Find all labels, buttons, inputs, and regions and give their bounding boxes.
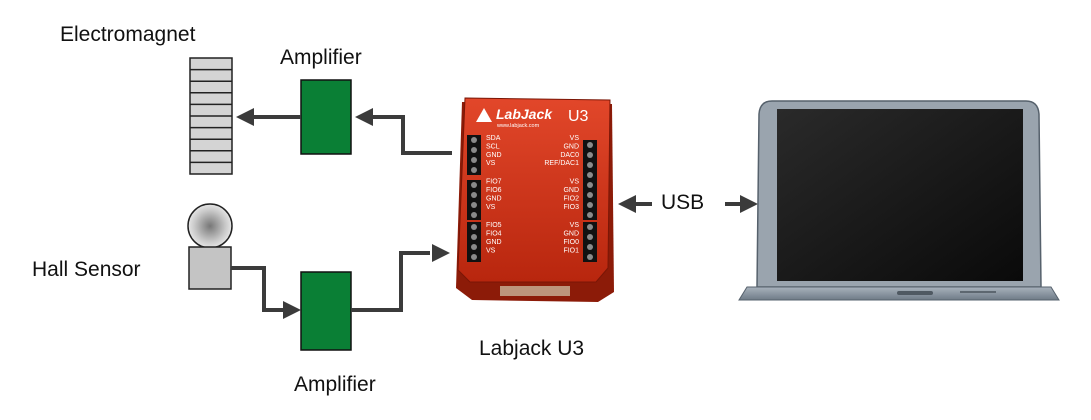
arrow-amp-to-labjack	[351, 251, 430, 312]
terminal-screw	[471, 137, 477, 143]
terminal-label: VS	[486, 160, 496, 167]
arrow-icon	[618, 195, 636, 213]
terminal-label: VS	[486, 247, 496, 254]
terminal-label: GND	[486, 152, 502, 159]
left-terminal-blocks	[467, 135, 481, 262]
terminal-block	[467, 180, 481, 220]
terminal-screw	[471, 167, 477, 173]
device-model: U3	[568, 108, 589, 125]
arrow-sensor-to-amp	[231, 266, 283, 312]
arrow-heads	[236, 108, 758, 319]
arrow-icon	[236, 108, 254, 126]
terminal-screw	[471, 244, 477, 250]
labjack-caption: Labjack U3	[479, 337, 585, 360]
terminal-screw	[471, 234, 477, 240]
device-brand: LabJack	[496, 106, 553, 122]
terminal-screw	[587, 182, 593, 188]
terminal-screw	[587, 172, 593, 178]
terminal-block	[467, 222, 481, 262]
terminal-screw	[587, 224, 593, 230]
arrow-icon	[740, 195, 758, 213]
terminal-screw	[587, 152, 593, 158]
device-website: www.labjack.com	[496, 123, 540, 129]
terminal-label: DAC0	[560, 152, 579, 159]
labjack-device-icon: LabJack www.labjack.com U3 SDASCLGNDVSFI…	[456, 97, 614, 302]
terminal-label: SCL	[486, 143, 500, 150]
terminal-label: GND	[563, 231, 579, 238]
terminal-screw	[587, 244, 593, 250]
terminal-screw	[471, 212, 477, 218]
terminal-label: FIO1	[563, 247, 579, 254]
terminal-label: FIO7	[486, 179, 502, 186]
usb-label: USB	[661, 191, 705, 214]
terminal-screw	[587, 192, 593, 198]
terminal-block	[583, 180, 597, 220]
terminal-label: FIO5	[486, 222, 502, 229]
signal-lines	[231, 115, 742, 312]
arrow-icon	[283, 301, 301, 319]
terminal-label: GND	[563, 143, 579, 150]
terminal-screw	[471, 202, 477, 208]
terminal-screw	[471, 224, 477, 230]
arrow-icon	[355, 108, 373, 126]
terminal-screw	[587, 234, 593, 240]
terminal-label: FIO4	[486, 231, 502, 238]
laptop-icon	[738, 100, 1060, 301]
terminal-label: GND	[486, 239, 502, 246]
amplifier-top-label: Amplifier	[280, 46, 362, 69]
terminal-screw	[587, 212, 593, 218]
terminal-label: GND	[486, 195, 502, 202]
terminal-label: VS	[486, 204, 496, 211]
terminal-screw	[587, 142, 593, 148]
hall-sensor-icon	[187, 203, 233, 290]
terminal-label: REF/DAC1	[544, 160, 579, 167]
terminal-screw	[471, 192, 477, 198]
labjack-logo-icon	[476, 108, 492, 122]
terminal-block	[467, 135, 481, 175]
terminal-label: VS	[570, 179, 580, 186]
terminal-screw	[587, 202, 593, 208]
terminal-block	[583, 140, 597, 180]
terminal-label: FIO3	[563, 204, 579, 211]
terminal-label: FIO6	[486, 187, 502, 194]
electromagnet-icon	[189, 57, 233, 175]
terminal-screw	[587, 162, 593, 168]
terminal-label: FIO2	[563, 195, 579, 202]
arrow-labjack-to-amp	[370, 115, 452, 155]
terminal-screw	[471, 182, 477, 188]
arrow-icon	[432, 244, 450, 262]
terminal-label: VS	[570, 222, 580, 229]
hall-sensor-label: Hall Sensor	[32, 258, 141, 281]
terminal-label: SDA	[486, 135, 501, 142]
amplifier-top-icon	[300, 79, 352, 155]
amplifier-bottom-icon	[300, 271, 352, 351]
terminal-label: GND	[563, 187, 579, 194]
terminal-screw	[471, 157, 477, 163]
terminal-label: FIO0	[563, 239, 579, 246]
terminal-screw	[471, 147, 477, 153]
electromagnet-label: Electromagnet	[60, 23, 196, 46]
terminal-screw	[587, 254, 593, 260]
amplifier-bottom-label: Amplifier	[294, 373, 376, 396]
right-terminal-blocks	[583, 140, 597, 262]
terminal-label: VS	[570, 135, 580, 142]
right-terminal-labels: VSGNDDAC0REF/DAC1VSGNDFIO2FIO3VSGNDFIO0F…	[544, 135, 579, 254]
terminal-screw	[471, 254, 477, 260]
terminal-block	[583, 222, 597, 262]
